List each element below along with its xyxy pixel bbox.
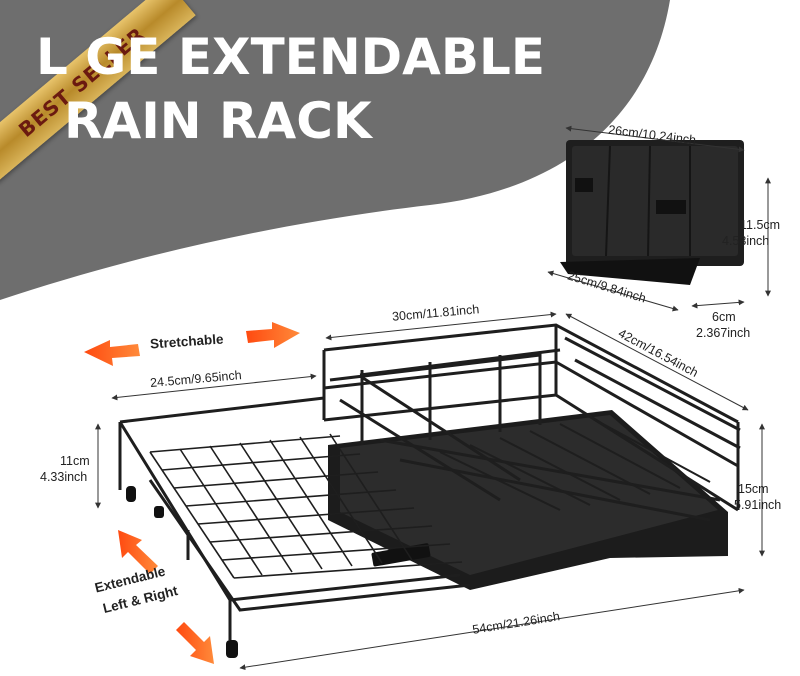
main-rack-slats [439,416,711,511]
holder-depth-line [547,270,679,312]
holder-height-in-label: 4.53inch [722,234,770,248]
left-height-cm-label: 11cm [60,454,90,468]
extension-width-line [111,373,317,401]
rack-depth-line [565,313,749,411]
rack-foot [126,486,136,502]
right-height-cm-label: 15cm [738,482,769,496]
rack-foot [226,640,238,658]
title-line-1: L GE EXTENDABLE [36,28,546,86]
stretch-left-arrow [84,340,140,366]
header-banner [0,0,670,300]
holder-base-cm-label: 6cm [712,310,736,324]
utensil-holder-illustration [560,140,744,285]
holder-base-line [691,299,745,309]
left-height-in-label: 4.33inch [40,470,88,484]
holder-base-in-label: 2.367inch [696,326,751,340]
holder-height-cm-label: 11.5cm [740,218,781,232]
extend-up-arrow [118,530,158,574]
rack-foot [154,506,164,518]
drain-tray [328,410,728,590]
stretch-right-arrow [246,322,300,348]
extend-down-arrow [176,622,214,664]
total-length-line [239,587,745,671]
extension-rack-wires [149,433,463,579]
rack-top-width-line [325,311,557,341]
holder-width-line [565,125,745,153]
right-height-in-label: 5.91inch [734,498,782,512]
title-line-2: RAIN RACK [64,92,372,150]
